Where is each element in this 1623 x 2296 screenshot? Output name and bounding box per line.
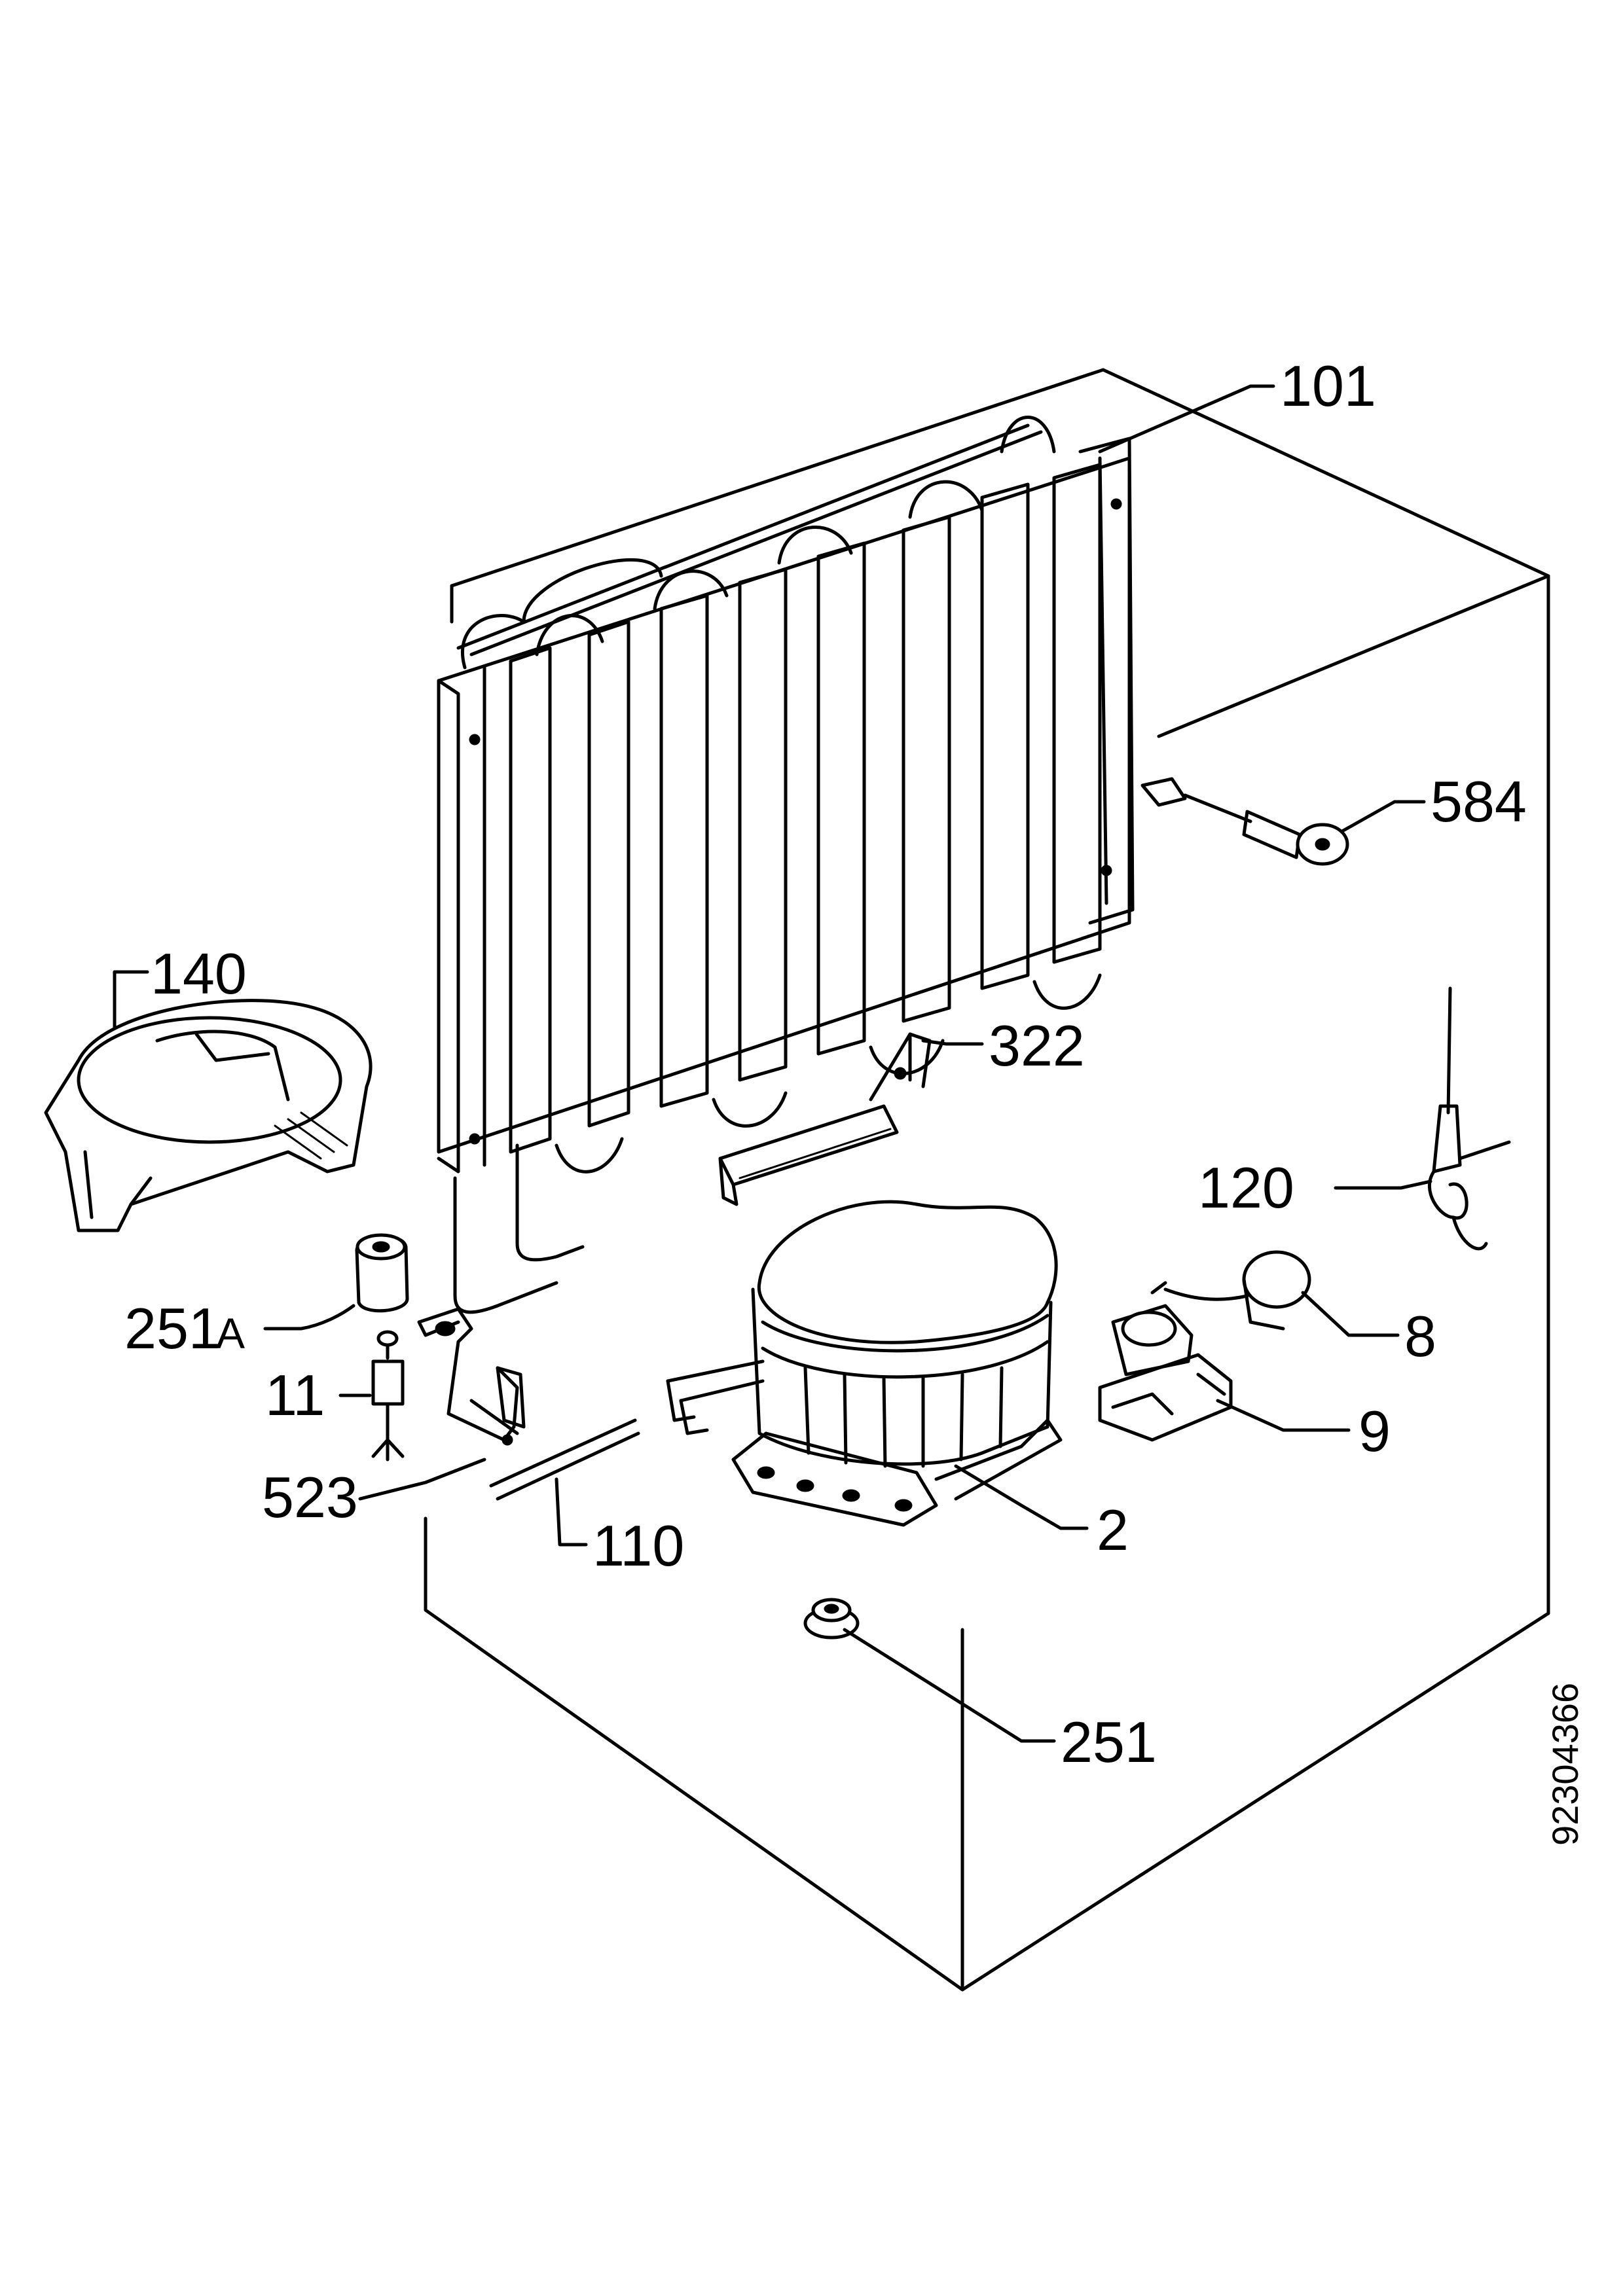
document-code: 92304366 [1544, 1683, 1586, 1846]
label-120: 120 [1198, 1155, 1294, 1220]
label-11: 11 [265, 1363, 325, 1427]
label-110: 110 [593, 1513, 684, 1578]
part-140-drip-tray [44, 999, 373, 1232]
label-140: 140 [151, 941, 247, 1006]
condenser-fins [509, 463, 1102, 1154]
cabinet-outline [424, 368, 1550, 1992]
part-523-bracket [417, 1307, 526, 1446]
leader-lines [113, 384, 1432, 1743]
part-11-filter [371, 1330, 405, 1462]
label-251a-number: 251 [124, 1296, 221, 1361]
part-322-rail [718, 1032, 932, 1206]
part-110-tube [489, 1418, 640, 1501]
part-8-overload [1150, 1250, 1311, 1331]
part-120-probe [1428, 986, 1511, 1251]
part-251a-grommet [355, 1233, 409, 1313]
label-2: 2 [1097, 1498, 1129, 1562]
condenser-assembly [437, 416, 1135, 1314]
label-8: 8 [1404, 1304, 1436, 1369]
label-251a-suffix: A [216, 1309, 245, 1357]
part-2-compressor [666, 1200, 1063, 1527]
label-322: 322 [989, 1013, 1085, 1078]
label-101: 101 [1280, 353, 1376, 418]
part-9-relay [1098, 1304, 1233, 1442]
label-523: 523 [262, 1465, 358, 1530]
part-584-sensor [1140, 777, 1349, 866]
label-584: 584 [1431, 769, 1527, 834]
part-labels: 101 584 140 322 120 251 A 8 11 9 523 2 1… [124, 353, 1527, 1774]
label-251: 251 [1061, 1710, 1157, 1774]
label-9: 9 [1359, 1399, 1391, 1463]
